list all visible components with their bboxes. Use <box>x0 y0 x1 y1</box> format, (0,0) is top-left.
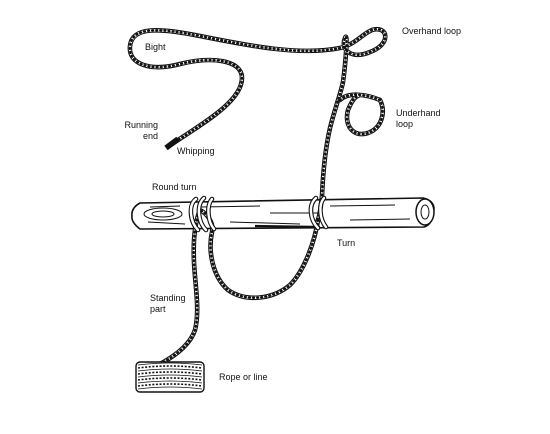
label-overhand-loop: Overhand loop <box>402 26 462 37</box>
label-standing-part: Standing part <box>150 293 194 315</box>
underhand-loop-rope <box>337 92 385 137</box>
round-turn-wraps <box>188 195 217 233</box>
turn-wrap <box>308 195 329 231</box>
rope-coil <box>135 361 205 393</box>
label-underhand-loop-text: Underhand loop <box>396 108 441 129</box>
label-running-end-text: Running end <box>124 120 158 141</box>
rope-lower-section <box>157 207 321 367</box>
label-bight: Bight <box>145 42 166 52</box>
label-rope-or-line: Rope or line <box>219 372 268 382</box>
whipping <box>164 136 180 151</box>
log <box>131 197 435 230</box>
rope-upper-section <box>127 26 388 223</box>
label-whipping: Whipping <box>177 146 215 156</box>
label-overhand-loop-text: Overhand loop <box>402 26 462 36</box>
label-running-end: Running end <box>114 120 158 142</box>
label-standing-part-text: Standing part <box>150 293 186 314</box>
label-round-turn: Round turn <box>152 182 197 192</box>
label-underhand-loop: Underhand loop <box>396 108 456 130</box>
label-turn: Turn <box>337 238 356 248</box>
